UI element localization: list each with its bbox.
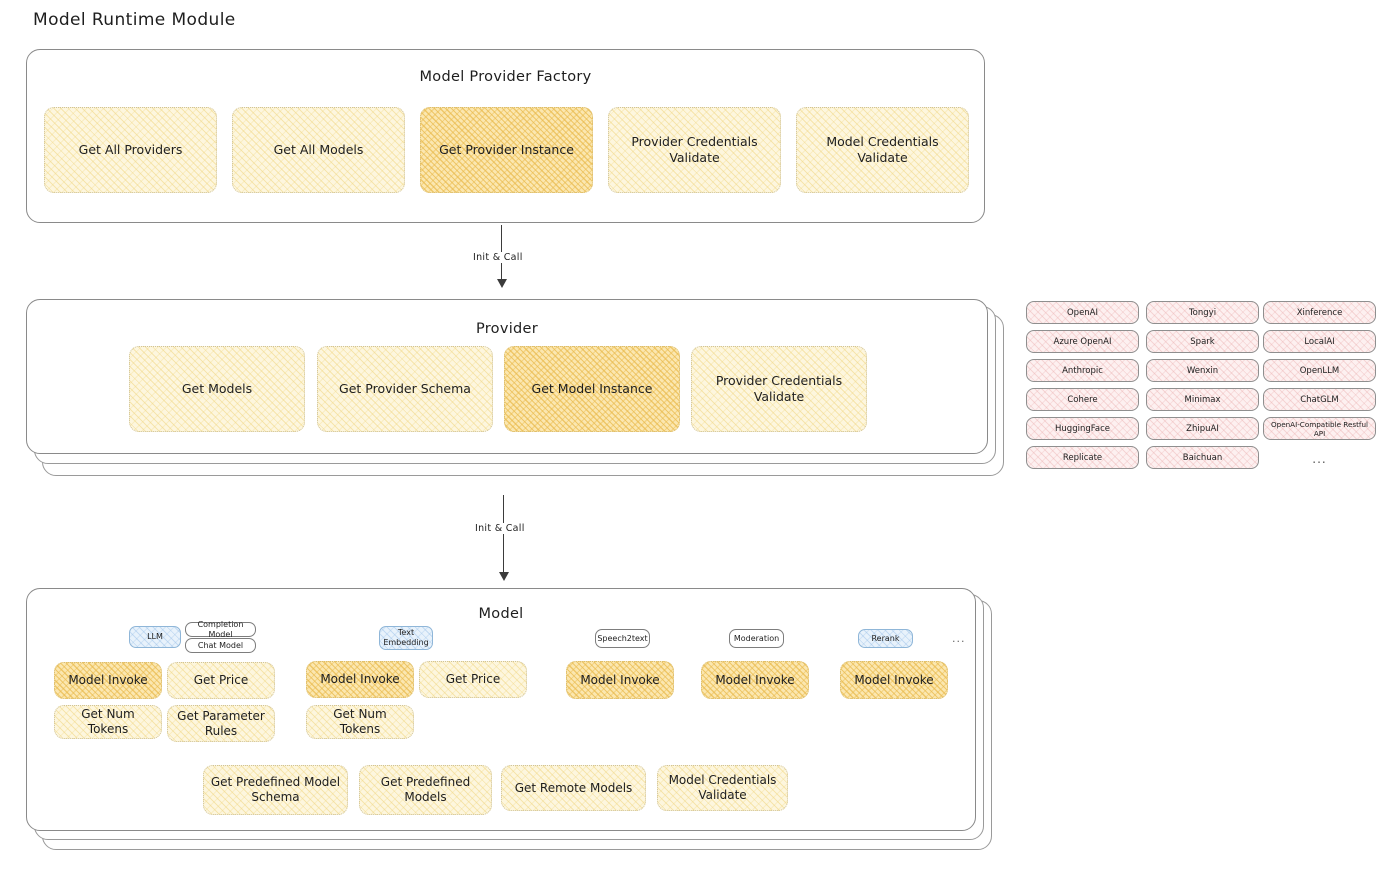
model-subtype-badge-chat-model[interactable]: Chat Model <box>185 638 256 653</box>
provider-chip-xinference[interactable]: Xinference <box>1263 301 1376 324</box>
text-embedding-node-get-num-tokens[interactable]: Get Num Tokens <box>306 705 414 739</box>
speech2text-node-model-invoke[interactable]: Model Invoke <box>566 661 674 699</box>
provider-chip-baichuan[interactable]: Baichuan <box>1146 446 1259 469</box>
provider-node-provider-credentials-validate[interactable]: Provider Credentials Validate <box>691 346 867 432</box>
provider-chip-tongyi[interactable]: Tongyi <box>1146 301 1259 324</box>
provider-list-ellipsis: ... <box>1312 452 1327 466</box>
arrow-factory-to-provider-head <box>497 279 507 288</box>
model-title: Model <box>478 606 524 622</box>
factory-node-get-all-providers[interactable]: Get All Providers <box>44 107 217 193</box>
provider-chip-openllm[interactable]: OpenLLM <box>1263 359 1376 382</box>
provider-chip-anthropic[interactable]: Anthropic <box>1026 359 1139 382</box>
model-type-badge-speech2text[interactable]: Speech2text <box>595 629 650 648</box>
factory-node-get-provider-instance[interactable]: Get Provider Instance <box>420 107 593 193</box>
provider-chip-openai-compatible-restful-api[interactable]: OpenAI-Compatible Restful API <box>1263 417 1376 440</box>
llm-node-model-invoke[interactable]: Model Invoke <box>54 662 162 699</box>
arrow-provider-to-model-head <box>499 572 509 581</box>
factory-node-model-credentials-validate[interactable]: Model Credentials Validate <box>796 107 969 193</box>
provider-chip-replicate[interactable]: Replicate <box>1026 446 1139 469</box>
provider-chip-spark[interactable]: Spark <box>1146 330 1259 353</box>
provider-node-get-model-instance[interactable]: Get Model Instance <box>504 346 680 432</box>
factory-node-get-all-models[interactable]: Get All Models <box>232 107 405 193</box>
rerank-node-model-invoke[interactable]: Model Invoke <box>840 661 948 699</box>
text-embedding-node-model-invoke[interactable]: Model Invoke <box>306 661 414 698</box>
provider-chip-chatglm[interactable]: ChatGLM <box>1263 388 1376 411</box>
provider-chip-huggingface[interactable]: HuggingFace <box>1026 417 1139 440</box>
provider-chip-minimax[interactable]: Minimax <box>1146 388 1259 411</box>
provider-title: Provider <box>475 321 539 337</box>
provider-chip-zhipuai[interactable]: ZhipuAI <box>1146 417 1259 440</box>
model-type-badge-rerank[interactable]: Rerank <box>858 629 913 648</box>
provider-chip-openai[interactable]: OpenAI <box>1026 301 1139 324</box>
moderation-node-model-invoke[interactable]: Model Invoke <box>701 661 809 699</box>
model-node-get-remote-models[interactable]: Get Remote Models <box>501 765 646 811</box>
provider-chip-localai[interactable]: LocalAI <box>1263 330 1376 353</box>
model-subtype-badge-completion-model[interactable]: Completion Model <box>185 620 256 639</box>
model-types-ellipsis: ... <box>952 632 966 645</box>
model-node-get-predefined-model-schema[interactable]: Get Predefined Model Schema <box>203 765 348 815</box>
arrow-provider-to-model-label: Init & Call <box>471 523 529 534</box>
factory-node-provider-credentials-validate[interactable]: Provider Credentials Validate <box>608 107 781 193</box>
model-node-model-credentials-validate[interactable]: Model Credentials Validate <box>657 765 788 811</box>
provider-node-get-models[interactable]: Get Models <box>129 346 305 432</box>
llm-node-get-parameter-rules[interactable]: Get Parameter Rules <box>167 705 275 742</box>
arrow-provider-to-model-line <box>503 495 505 575</box>
page-title: Model Runtime Module <box>33 10 236 30</box>
arrow-factory-to-provider-label: Init & Call <box>469 252 527 263</box>
llm-node-get-price[interactable]: Get Price <box>167 662 275 699</box>
provider-node-get-provider-schema[interactable]: Get Provider Schema <box>317 346 493 432</box>
provider-chip-azure-openai[interactable]: Azure OpenAI <box>1026 330 1139 353</box>
model-type-badge-llm[interactable]: LLM <box>129 626 181 648</box>
factory-title: Model Provider Factory <box>419 69 592 85</box>
text-embedding-node-get-price[interactable]: Get Price <box>419 661 527 698</box>
model-type-badge-moderation[interactable]: Moderation <box>729 629 784 648</box>
model-node-get-predefined-models[interactable]: Get Predefined Models <box>359 765 492 815</box>
provider-chip-cohere[interactable]: Cohere <box>1026 388 1139 411</box>
llm-node-get-num-tokens[interactable]: Get Num Tokens <box>54 705 162 739</box>
model-type-badge-text-embedding[interactable]: Text Embedding <box>379 626 433 650</box>
provider-chip-wenxin[interactable]: Wenxin <box>1146 359 1259 382</box>
